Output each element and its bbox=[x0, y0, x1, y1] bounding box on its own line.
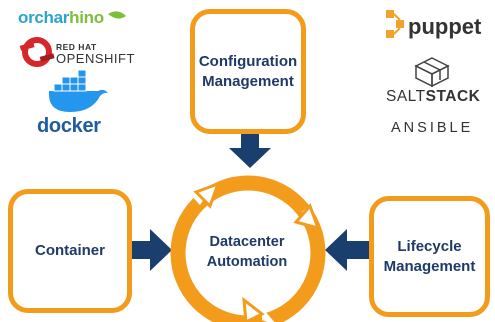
orcharhino-logo: orcharhino bbox=[18, 8, 104, 28]
redhat-line1: RED HAT bbox=[56, 42, 97, 52]
container-label: Container bbox=[34, 242, 105, 260]
puppet-icon bbox=[386, 10, 404, 38]
saltstack-cube-icon bbox=[414, 57, 450, 88]
orcharhino-leaf-icon bbox=[108, 11, 126, 19]
redhat-line2: OPENSHIFT bbox=[56, 51, 135, 66]
saltstack-part2: STACK bbox=[425, 88, 481, 105]
puppet-logo: puppet bbox=[408, 14, 482, 39]
saltstack-part1: SALT bbox=[386, 88, 426, 105]
docker-logo: docker bbox=[37, 115, 101, 137]
container-box: Container bbox=[8, 189, 132, 313]
refresh-cycle-icon bbox=[170, 175, 326, 322]
redhat-openshift-logo: RED HAT OPENSHIFT bbox=[56, 42, 135, 66]
orcharhino-part1: orchar bbox=[18, 8, 70, 27]
docker-whale-icon bbox=[49, 69, 108, 112]
arrow-left-icon bbox=[325, 229, 369, 271]
center-line2: Automation bbox=[206, 254, 288, 271]
ansible-logo: ANSIBLE bbox=[391, 120, 474, 136]
openshift-icon bbox=[19, 37, 55, 67]
datacenter-automation-label: Datacenter Automation bbox=[200, 232, 294, 273]
orcharhino-part2: hino bbox=[69, 8, 104, 27]
saltstack-logo: SALTSTACK bbox=[386, 88, 480, 106]
lifecycle-management-box: Lifecycle Management bbox=[369, 196, 490, 317]
arrow-down-icon bbox=[229, 134, 271, 168]
config-line2: Management bbox=[202, 72, 294, 90]
lifecycle-line2: Management bbox=[383, 257, 476, 275]
center-line1: Datacenter bbox=[209, 234, 285, 250]
lifecycle-line1: Lifecycle bbox=[397, 238, 462, 255]
configuration-management-box: Configuration Management bbox=[190, 9, 306, 134]
arrow-right-icon bbox=[132, 229, 172, 271]
config-line1: Configuration bbox=[198, 53, 298, 70]
